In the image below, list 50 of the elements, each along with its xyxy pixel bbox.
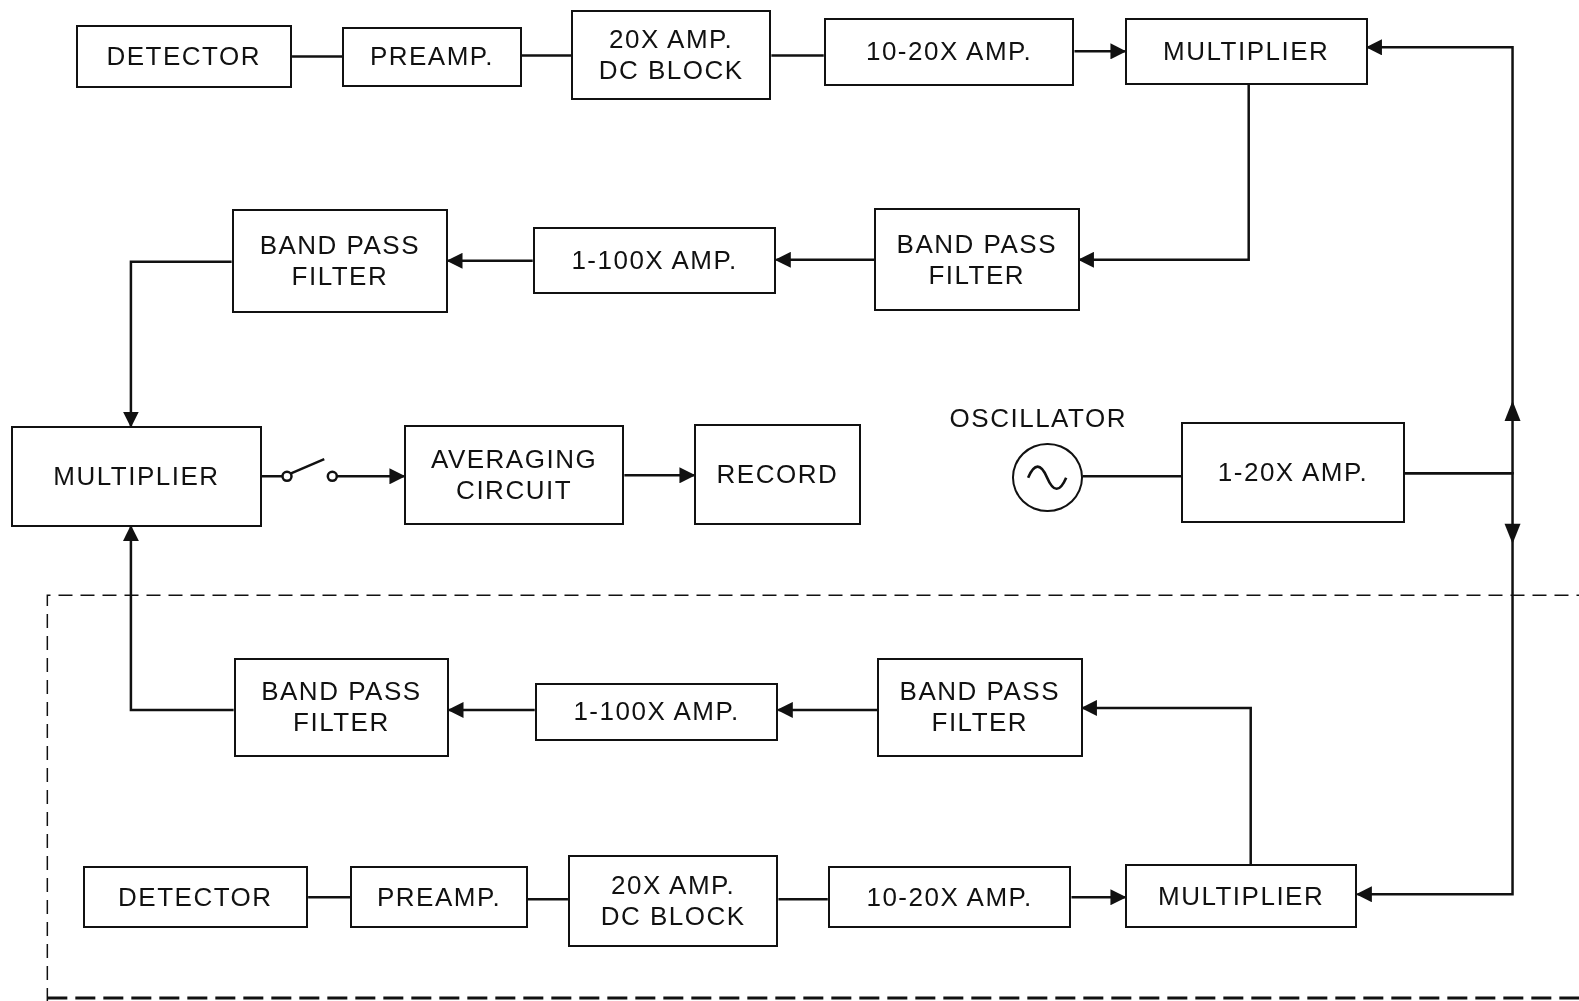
- block-box: [403, 424, 625, 525]
- block-label: PREAMP.: [369, 41, 495, 73]
- connector-line: [308, 896, 351, 899]
- block-label: MULTIPLIER: [1163, 35, 1330, 67]
- block-box: [823, 18, 1075, 86]
- block-label: MULTIPLIER: [53, 460, 220, 492]
- block-box: [233, 657, 450, 758]
- connector-line: [527, 898, 568, 901]
- block-label: DETECTOR: [118, 881, 273, 913]
- connector-line: [122, 525, 234, 712]
- connector-line: [771, 54, 824, 57]
- block-label: AVERAGING CIRCUIT: [430, 443, 599, 506]
- block-label: PREAMP.: [376, 881, 502, 913]
- block-label: 1-100X AMP.: [573, 696, 740, 728]
- block-label: 1-20X AMP.: [1217, 456, 1369, 488]
- block-box: [532, 226, 777, 295]
- block-box: [231, 209, 449, 314]
- block-box: [534, 682, 779, 742]
- connector-line: [778, 898, 828, 901]
- block-box: [877, 657, 1083, 758]
- block-box: [75, 25, 292, 88]
- node-caption: OSCILLATOR: [949, 402, 1127, 434]
- block-box: [342, 27, 522, 87]
- block-box: [874, 208, 1080, 312]
- block-label: BAND PASS FILTER: [258, 230, 422, 293]
- block-label: 10-20X AMP.: [865, 36, 1033, 68]
- block-box: [827, 866, 1072, 929]
- connector-line: [292, 55, 343, 58]
- block-box: [693, 423, 861, 525]
- block-label: BAND PASS FILTER: [895, 228, 1058, 291]
- block-box: [1181, 421, 1405, 523]
- block-box: [82, 866, 309, 929]
- block-box: [350, 866, 528, 929]
- block-label: 10-20X AMP.: [866, 881, 1033, 913]
- connector-line: [1082, 475, 1182, 478]
- block-label: BAND PASS FILTER: [260, 676, 423, 739]
- block-label: RECORD: [716, 458, 839, 490]
- block-box: [567, 854, 779, 947]
- block-label: DETECTOR: [106, 40, 262, 72]
- connector-line: [521, 54, 571, 57]
- block-box: [1124, 18, 1368, 85]
- block-label: 1-100X AMP.: [571, 244, 738, 276]
- block-box: [1124, 864, 1358, 929]
- block-box: [11, 425, 262, 527]
- block-box: [570, 10, 772, 100]
- block-label: 20X AMP. DC BLOCK: [597, 23, 745, 87]
- block-label: MULTIPLIER: [1158, 880, 1325, 912]
- connector-line: [122, 260, 232, 428]
- block-label: 20X AMP. DC BLOCK: [599, 869, 747, 932]
- block-label: BAND PASS FILTER: [898, 676, 1061, 739]
